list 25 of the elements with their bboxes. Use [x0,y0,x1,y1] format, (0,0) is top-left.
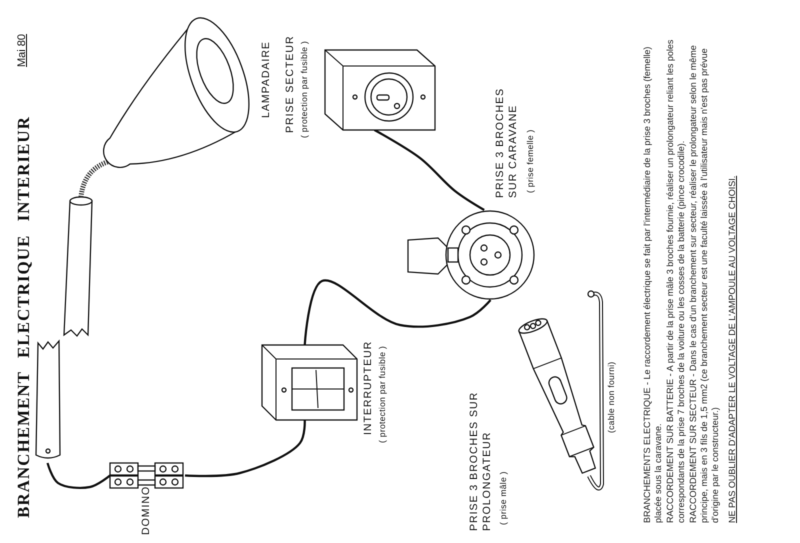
terminal-block-drawing [110,463,185,488]
part-label: PRISE 3 BROCHES SUR PROLONGATEUR [468,390,494,531]
note-paragraph: BRANCHEMENTS ELECTRIQUE - Le raccordement électrique se fait par l'intermédiaire de la prise 3 broches (femelle) placée sous la caravane. [642,46,664,523]
date-label: Mai 80 [16,34,28,67]
part-label: PRISE SECTEUR [284,34,297,133]
switch-box-drawing [262,345,357,420]
cable [304,280,492,346]
part-note: ( protection par fusible ) [377,344,388,443]
part-note: (cable non fourni) [606,360,617,433]
part-label: PRISE 3 BROCHES SUR CARAVANE [494,86,520,198]
wall-socket-drawing [325,50,435,130]
title: BRANCHEMENT ELECTRIQUE INTERIEUR [13,116,34,518]
cable [46,462,111,489]
cable [374,129,485,211]
cable [184,420,306,478]
note-paragraph: RACCORDEMENT SUR BATTERIE - A partir de la prise mâle 3 broches fournie, réaliser un prolongateur reliant les poles correspondants de la prise 7 broches de la voiture ou les cosses de la batterie (pince crocodile). [665,38,687,523]
caravan-socket-drawing [408,210,535,300]
note-paragraph: NE PAS OUBLIER D'ADAPTER LE VOLTAGE DE L'AMPOULE AU VOLTAGE CHOISI. [727,174,738,523]
part-note: ( protection par fusible ) [299,40,310,138]
part-note: ( prise femelle ) [525,128,536,193]
part-label: LAMPADAIRE [260,40,273,118]
note-paragraph: RACCORDEMENT SUR SECTEUR - Dans le cas d'un branchement sur secteur, réaliser le prolongateur selon le même principe, mais en 3 fils de 1,5 mm2 (ce branchement secteur est une faculté laissée à l'utilisateur mais n'est pas prévue d'origine par le constructeur.) [688,44,721,523]
part-label: INTERRUPTEUR [362,340,375,435]
part-label: DOMINO [140,489,153,535]
part-note: ( prise mâle ) [498,470,509,525]
